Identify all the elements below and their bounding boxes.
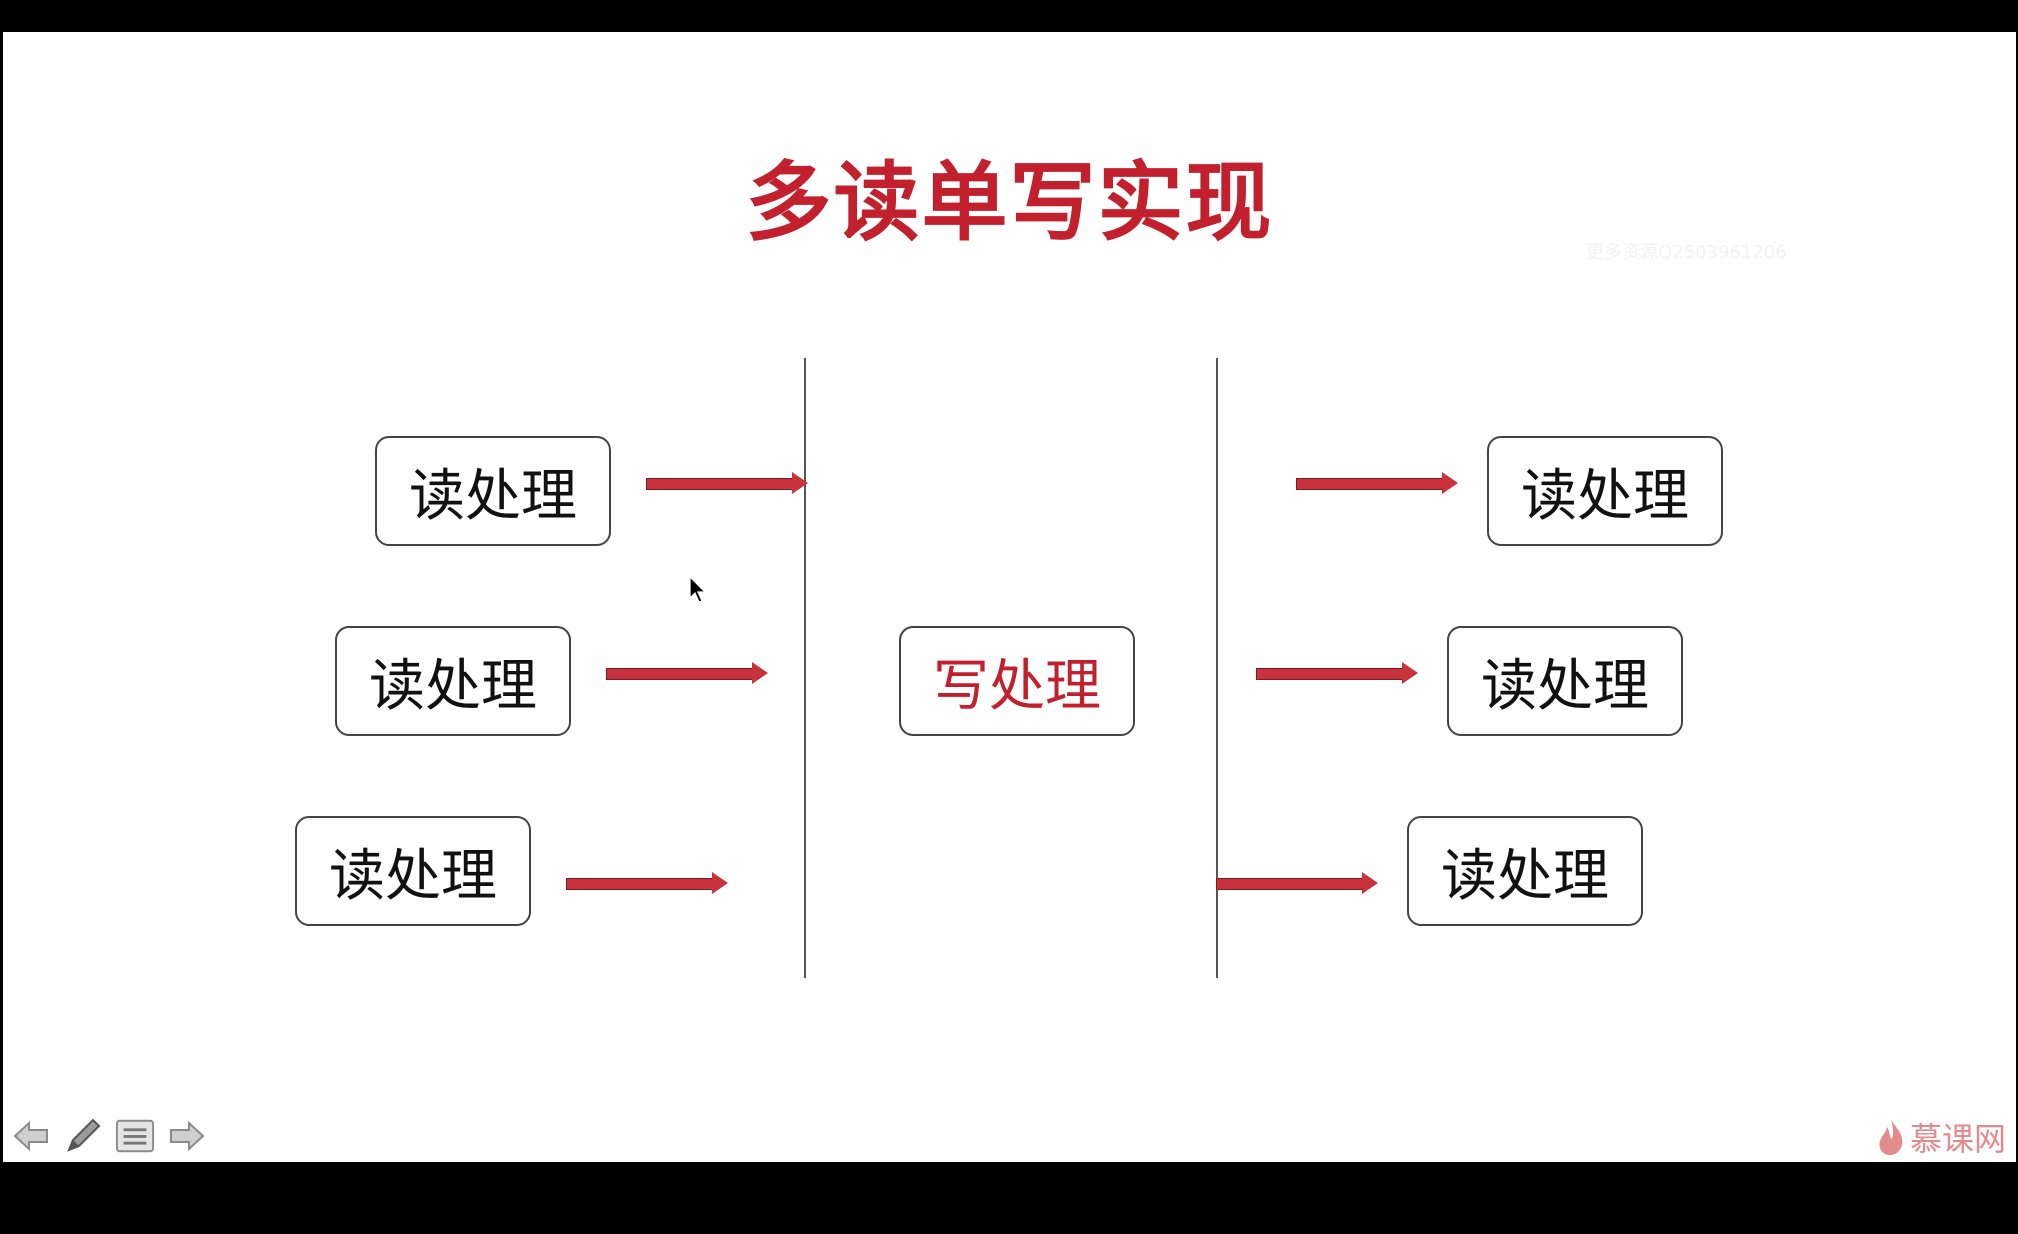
read-box-left-2: 读处理	[335, 626, 571, 736]
brand-name: 慕课网	[1909, 1120, 2006, 1158]
read-box-right-3: 读处理	[1407, 816, 1643, 926]
arrow-right-icon	[170, 1120, 205, 1152]
right-divider	[1216, 358, 1218, 978]
mouse-cursor-icon	[689, 576, 707, 603]
player-toolbar	[11, 1118, 207, 1154]
slide: 多读单写实现 更多资源Q2503961206 读处理 读处理 读处理 写处理	[3, 32, 2016, 1162]
arrow-left-icon	[13, 1120, 48, 1152]
left-divider	[804, 358, 806, 978]
arrow-right-1	[1296, 472, 1458, 494]
arrow-left-2	[606, 662, 768, 684]
brand-logo: 慕课网	[1876, 1114, 2006, 1160]
next-button[interactable]	[167, 1118, 207, 1154]
read-box-right-2: 读处理	[1447, 626, 1683, 736]
read-box-left-3: 读处理	[295, 816, 531, 926]
read-box-right-1: 读处理	[1487, 436, 1723, 546]
pen-icon	[67, 1118, 101, 1152]
write-box: 写处理	[899, 626, 1135, 736]
slide-title: 多读单写实现	[745, 153, 1274, 253]
menu-icon	[115, 1119, 155, 1153]
flame-icon	[1879, 1119, 1903, 1156]
pen-button[interactable]	[63, 1118, 103, 1154]
read-box-left-1: 读处理	[375, 436, 611, 546]
arrow-left-1	[646, 472, 808, 494]
prev-button[interactable]	[11, 1118, 51, 1154]
arrow-right-3	[1216, 872, 1378, 894]
watermark: 更多资源Q2503961206	[1586, 242, 1787, 263]
menu-button[interactable]	[115, 1118, 155, 1154]
arrow-left-3	[566, 872, 728, 894]
arrow-right-2	[1256, 662, 1418, 684]
